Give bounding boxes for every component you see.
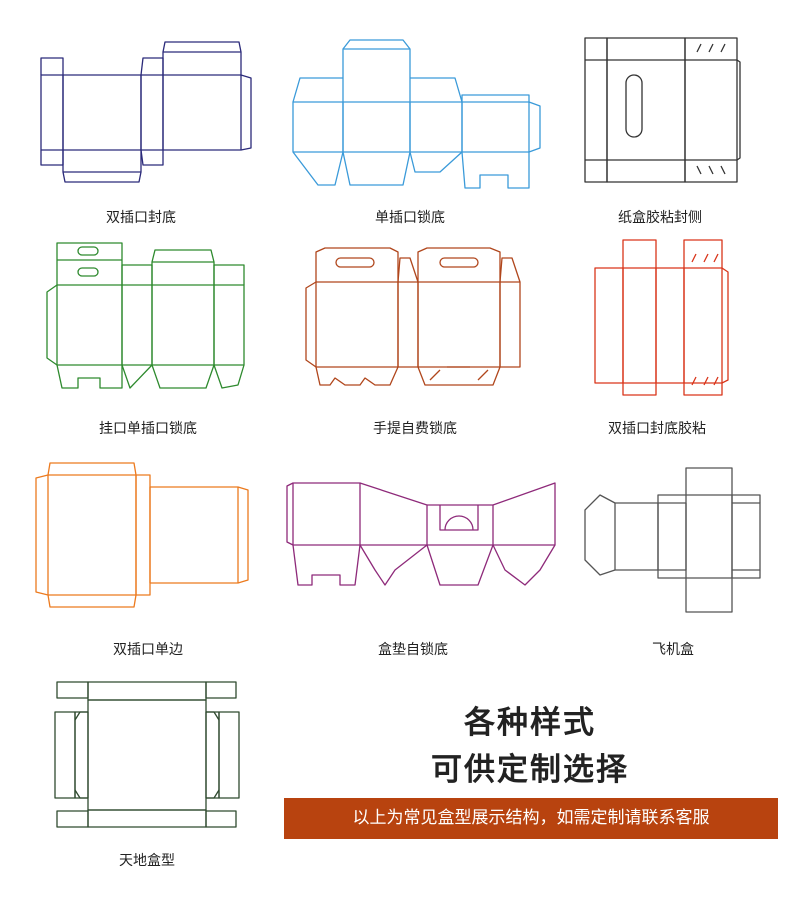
label-box-5: 手提自费锁底	[373, 421, 457, 437]
label-box-4: 挂口单插口锁底	[99, 421, 197, 437]
label-box-2: 单插口锁底	[375, 210, 445, 226]
label-box-9: 飞机盒	[652, 642, 694, 658]
label-box-1: 双插口封底	[106, 210, 176, 226]
contact-banner: 以上为常见盒型展示结构，如需定制请联系客服	[284, 798, 778, 839]
label-box-3: 纸盒胶粘封侧	[618, 210, 702, 226]
label-box-10: 天地盒型	[119, 853, 175, 869]
label-box-7: 双插口单边	[113, 642, 183, 658]
label-box-6: 双插口封底胶粘	[608, 421, 706, 437]
label-box-8: 盒垫自锁底	[378, 642, 448, 658]
headline-line-1: 各种样式	[464, 705, 596, 741]
headline-line-2: 可供定制选择	[431, 752, 629, 788]
